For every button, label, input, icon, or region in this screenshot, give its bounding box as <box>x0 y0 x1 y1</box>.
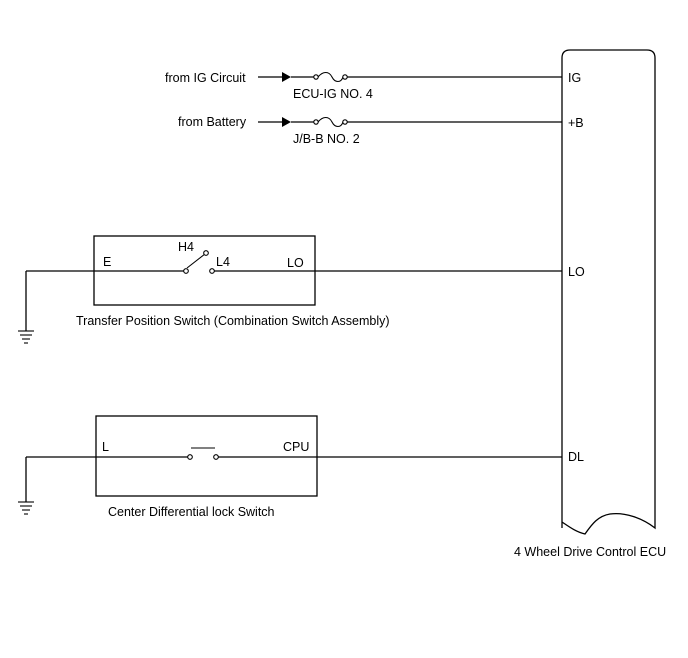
transfer-terminal-e: E <box>103 255 111 269</box>
diff-switch-label: Center Differential lock Switch <box>108 505 275 519</box>
transfer-contact-l4: L4 <box>216 255 230 269</box>
battery-fuse-label: J/B-B NO. 2 <box>293 132 360 146</box>
transfer-position-switch: E LO H4 L4 Transfer Position Switch (Com… <box>18 235 562 344</box>
transfer-contact-left <box>183 268 189 274</box>
ig-fuse-label: ECU-IG NO. 4 <box>293 87 373 101</box>
ecu-block: IG +B LO DL 4 Wheel Drive Control ECU <box>514 49 666 559</box>
center-diff-lock-switch: L CPU Center Differential lock Switch <box>18 415 562 519</box>
ground-icon <box>18 271 34 344</box>
diff-contact-right <box>213 454 219 460</box>
ecu-label: 4 Wheel Drive Control ECU <box>514 545 666 559</box>
battery-source-label: from Battery <box>178 115 247 129</box>
ig-fuse-icon <box>313 71 348 83</box>
diff-switch-box <box>95 415 318 497</box>
transfer-switch-blade <box>186 253 206 269</box>
transfer-switch-label: Transfer Position Switch (Combination Sw… <box>76 314 390 328</box>
diff-contact-left <box>187 454 193 460</box>
battery-connector-arrow <box>282 117 291 127</box>
transfer-contact-l4-point <box>209 268 215 274</box>
ecu-pin-dl: DL <box>568 450 584 464</box>
ig-connector-arrow <box>282 72 291 82</box>
transfer-contact-h4-point <box>203 250 209 256</box>
diff-terminal-cpu: CPU <box>283 440 309 454</box>
battery-circuit: from Battery J/B-B NO. 2 <box>178 115 562 146</box>
ig-source-label: from IG Circuit <box>165 71 246 85</box>
transfer-terminal-lo: LO <box>287 256 304 270</box>
ecu-outline <box>561 49 656 535</box>
ig-circuit: from IG Circuit ECU-IG NO. 4 <box>165 71 562 101</box>
ground-icon <box>18 457 34 515</box>
diff-terminal-l: L <box>102 440 109 454</box>
ecu-pin-lo: LO <box>568 265 585 279</box>
battery-fuse-icon <box>313 116 348 128</box>
ecu-pin-b: +B <box>568 116 584 130</box>
ecu-pin-ig: IG <box>568 71 581 85</box>
transfer-contact-h4: H4 <box>178 240 194 254</box>
